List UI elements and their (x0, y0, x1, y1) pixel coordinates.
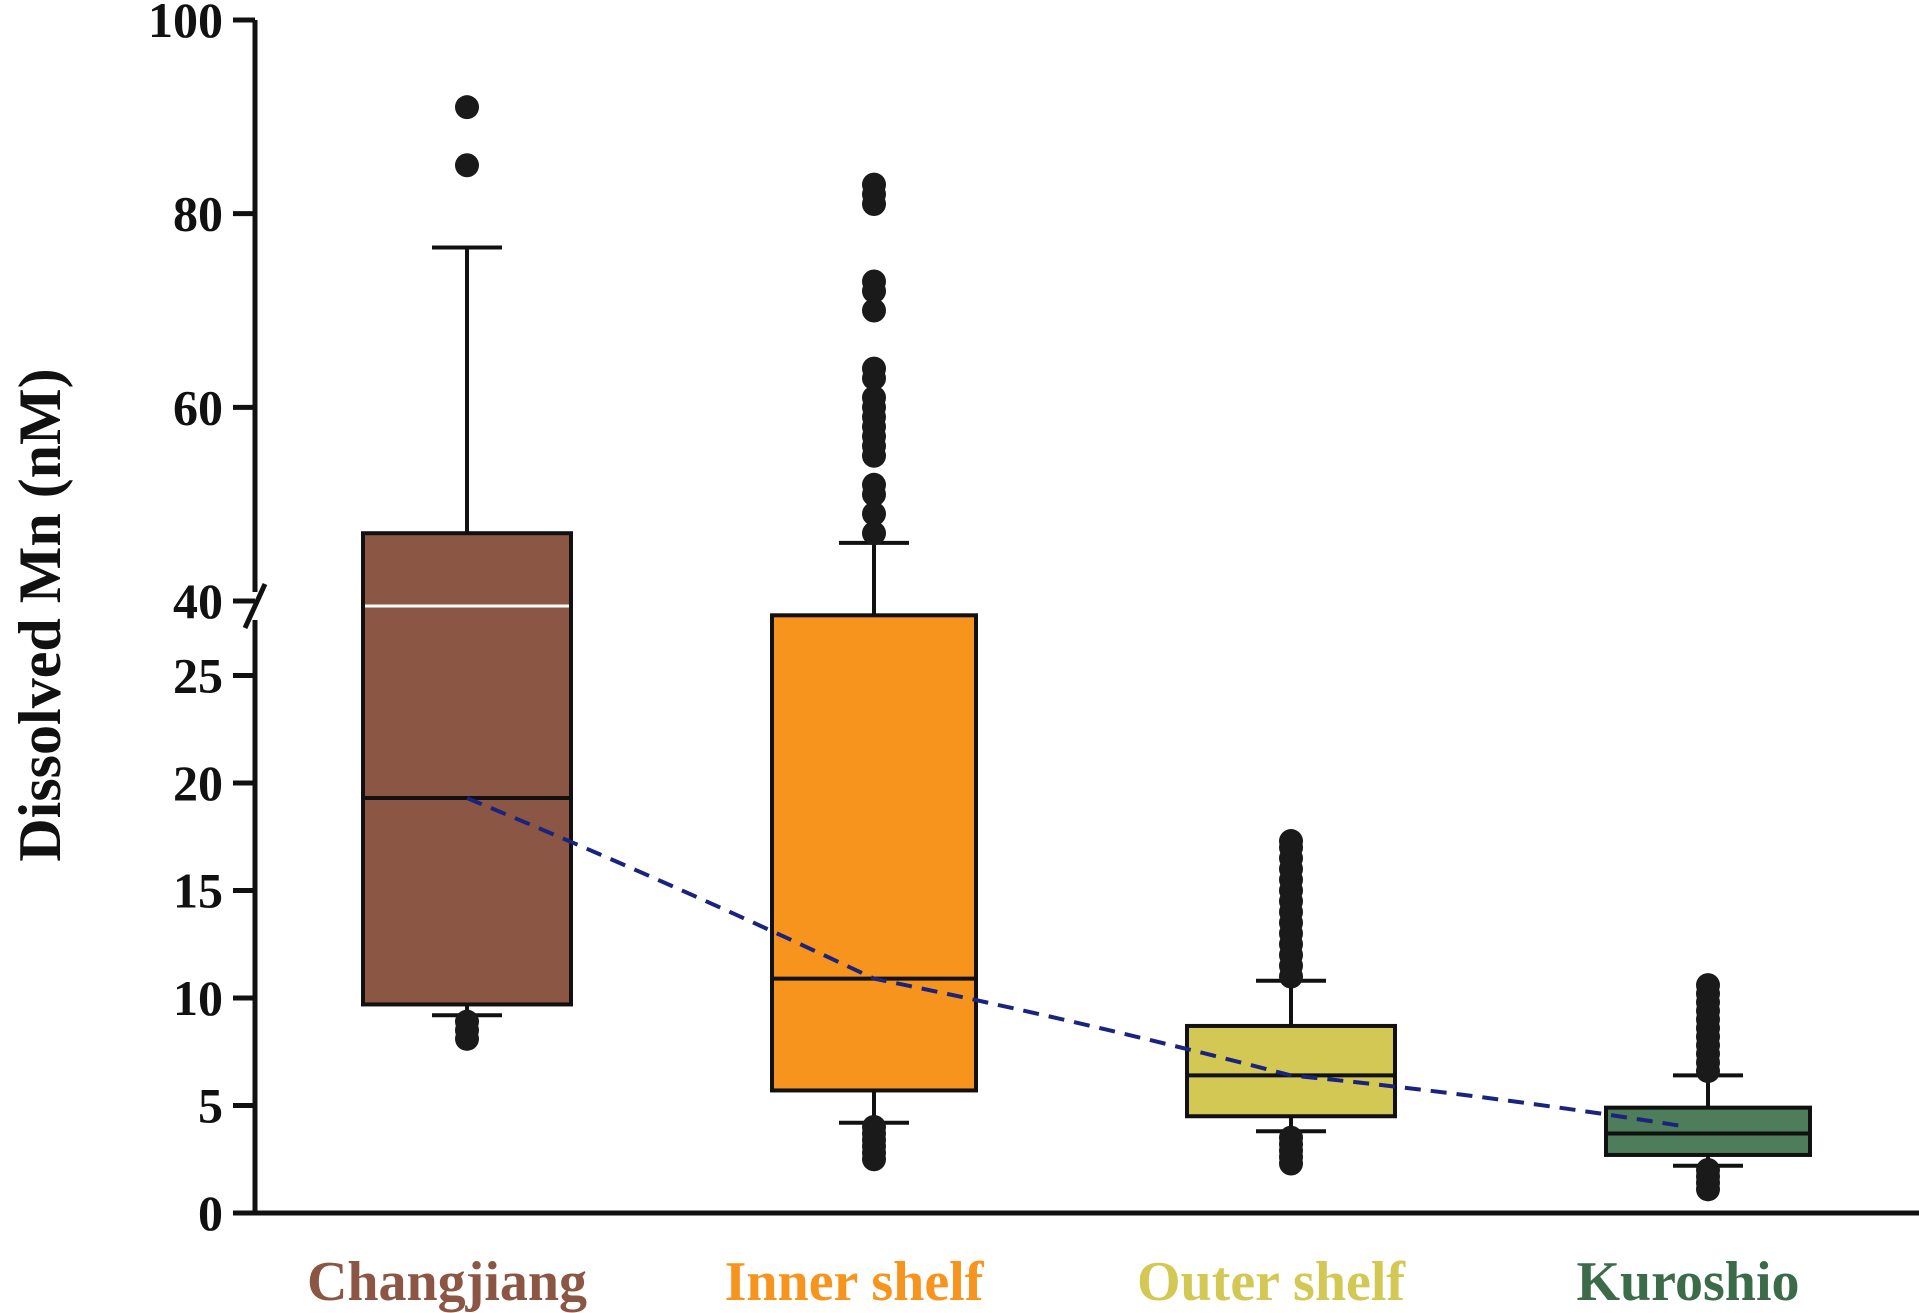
trend-dashed-line (466, 796, 1689, 1129)
outlier-point (862, 472, 886, 497)
outlier-point (862, 356, 886, 381)
y-tick-label: 100 (148, 0, 223, 48)
axis-break-mark (242, 582, 268, 630)
outlier-point (862, 385, 886, 410)
y-tick-label: 60 (173, 379, 223, 435)
outlier-point (455, 95, 479, 120)
box-kuroshio (1604, 973, 1812, 1202)
box-inner-shelf (770, 172, 978, 1172)
y-tick-label: 15 (173, 863, 223, 919)
outlier-point (1279, 1125, 1303, 1150)
y-tick-label: 5 (198, 1078, 223, 1134)
outlier-point (862, 172, 886, 197)
boxes-layer (361, 95, 1812, 1202)
y-tick-label: 40 (173, 573, 223, 629)
box-iqr (361, 531, 573, 1007)
outlier-point (455, 153, 479, 178)
y-tick-label: 10 (173, 970, 223, 1026)
outlier-point (1279, 829, 1303, 854)
axes: 0 5 10 15 20 25 40 60 80 100 (148, 0, 1919, 1241)
y-tick-label: 25 (173, 648, 223, 704)
trend-layer (466, 796, 1689, 1129)
category-labels: Changjiang Inner shelf Outer shelf Kuroshio (307, 1251, 1800, 1313)
outlier-point (862, 1115, 886, 1139)
x-category-label: Changjiang (307, 1251, 587, 1313)
y-tick-label: 0 (198, 1185, 223, 1241)
x-category-label: Inner shelf (725, 1251, 985, 1313)
outlier-point (862, 269, 886, 294)
outlier-point (1696, 1158, 1720, 1182)
box-iqr (1604, 1105, 1812, 1157)
box-outer-shelf (1185, 829, 1397, 1176)
outlier-point (1696, 973, 1720, 998)
y-tick-label: 80 (173, 186, 223, 242)
x-category-label: Outer shelf (1137, 1251, 1406, 1313)
box-iqr (1185, 1023, 1397, 1119)
box-changjiang (361, 95, 573, 1051)
x-category-label: Kuroshio (1576, 1251, 1799, 1313)
outlier-point (862, 521, 886, 546)
outlier-point (862, 501, 886, 526)
y-tick-label: 20 (173, 755, 223, 811)
box-iqr (770, 613, 978, 1093)
outlier-point (455, 1009, 479, 1034)
outlier-point (862, 298, 886, 323)
y-axis-label: Dissolved Mn (nM) (7, 368, 73, 861)
